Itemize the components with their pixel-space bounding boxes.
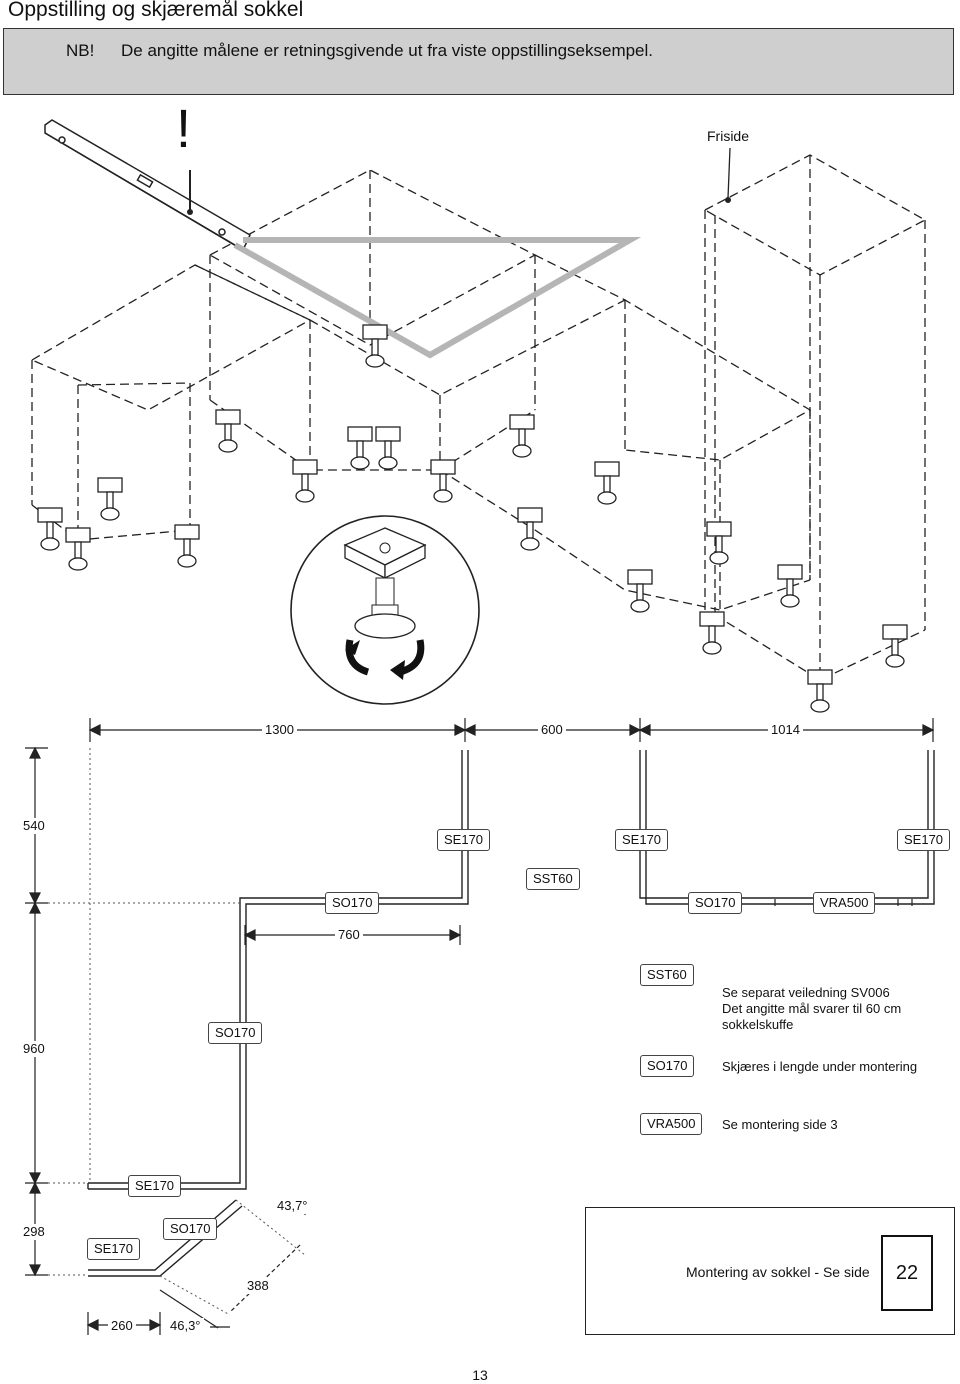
reference-text: Montering av sokkel - Se side xyxy=(686,1264,870,1280)
dim-960: 960 xyxy=(20,1041,48,1057)
dim-298: 298 xyxy=(20,1224,48,1240)
legend-text: sokkelskuffe xyxy=(722,1017,794,1032)
dim-angle-43-7: 43,7° xyxy=(274,1198,311,1214)
page-reference-box: Montering av sokkel - Se side 22 xyxy=(585,1207,955,1335)
plinth-label-so170: SO170 xyxy=(325,892,380,914)
reference-page-icon[interactable]: 22 xyxy=(881,1235,933,1311)
notice-box: NB! De angitte målene er retningsgivende… xyxy=(3,28,954,95)
plinth-label-so170: SO170 xyxy=(208,1022,263,1044)
dim-600: 600 xyxy=(538,722,566,738)
legend-text: Se separat veiledning SV006 xyxy=(722,985,890,1000)
plinth-label-se170: SE170 xyxy=(897,829,951,851)
dim-760: 760 xyxy=(335,927,363,943)
dim-540: 540 xyxy=(20,818,48,834)
plinth-label-se170: SE170 xyxy=(128,1175,182,1197)
leg-group xyxy=(37,324,908,713)
plinth-label-se170: SE170 xyxy=(615,829,669,851)
legend-code-vra500: VRA500 xyxy=(640,1113,703,1135)
dim-388: 388 xyxy=(244,1278,272,1294)
friside-label: Friside xyxy=(707,128,750,144)
legend-text: Det angitte mål svarer til 60 cm xyxy=(722,1001,902,1016)
page-number: 13 xyxy=(472,1367,488,1383)
legend-text: Skjæres i lengde under montering xyxy=(722,1059,918,1074)
dim-1014: 1014 xyxy=(768,722,803,738)
notice-text: De angitte målene er retningsgivende ut … xyxy=(121,41,654,60)
plinth-label-se170: SE170 xyxy=(87,1238,141,1260)
dim-1300: 1300 xyxy=(262,722,297,738)
plinth-label-se170: SE170 xyxy=(437,829,491,851)
dim-angle-46-3: 46,3° xyxy=(167,1318,204,1334)
plinth-label-sst60: SST60 xyxy=(526,868,580,890)
legend-code-sst60: SST60 xyxy=(640,964,694,986)
plinth-label-so170: SO170 xyxy=(688,892,743,914)
reference-page-number: 22 xyxy=(895,1261,919,1284)
page-title: Oppstilling og skjæremål sokkel xyxy=(8,0,304,21)
plinth-label-so170: SO170 xyxy=(163,1218,218,1240)
warning-mark: ! xyxy=(176,99,192,159)
leg-detail-zoom xyxy=(290,515,480,705)
dim-260: 260 xyxy=(108,1318,136,1334)
notice-label: NB! xyxy=(66,41,95,60)
legend-text: Se montering side 3 xyxy=(722,1117,838,1132)
plinth-label-vra500: VRA500 xyxy=(813,892,876,914)
legend-code-so170: SO170 xyxy=(640,1055,695,1077)
